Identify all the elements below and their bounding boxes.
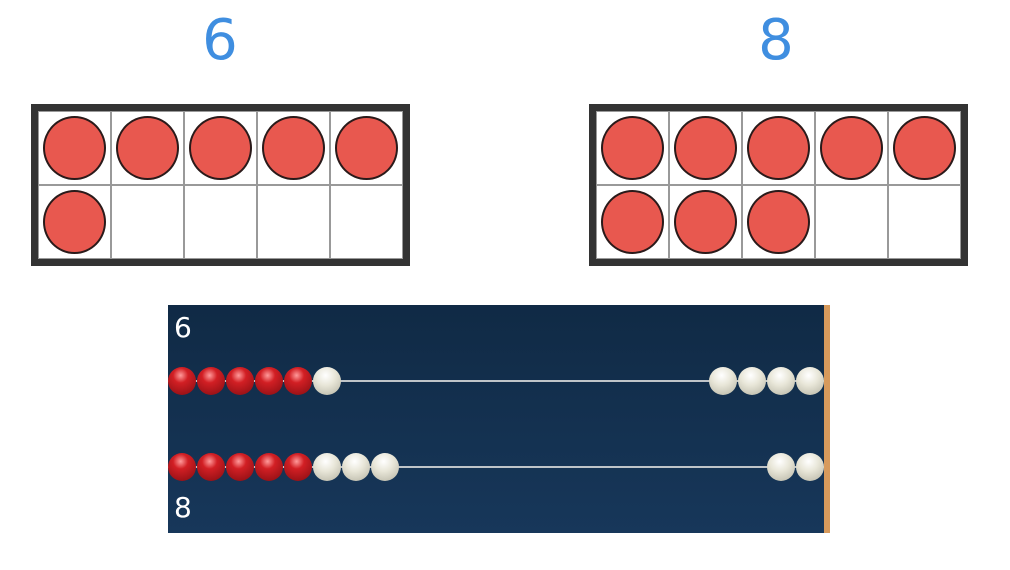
white-bead[interactable] [313,367,341,395]
ten-frame-right [589,104,968,266]
rekenrek: 6 8 [168,305,830,533]
abacus-wire [168,466,824,468]
counter-dot [262,116,325,180]
ten-frame-cell [742,111,815,185]
ten-frame-cell [815,185,888,259]
ten-frame-cell [38,185,111,259]
red-bead[interactable] [197,453,225,481]
ten-frame-cell [888,111,961,185]
red-bead[interactable] [168,453,196,481]
counter-dot [43,116,106,180]
white-bead[interactable] [796,453,824,481]
counter-dot [601,190,664,254]
red-bead[interactable] [284,453,312,481]
red-bead[interactable] [284,367,312,395]
red-bead[interactable] [197,367,225,395]
ten-frame-cell [257,111,330,185]
white-bead[interactable] [796,367,824,395]
ten-frame-cell [184,185,257,259]
ten-frame-cell [596,185,669,259]
counter-dot [674,116,737,180]
counter-dot [674,190,737,254]
ten-frame-cell [184,111,257,185]
counter-dot [189,116,252,180]
ten-frame-cell [257,185,330,259]
white-bead[interactable] [371,453,399,481]
red-bead[interactable] [255,367,283,395]
red-bead[interactable] [255,453,283,481]
counter-dot [601,116,664,180]
white-bead[interactable] [767,367,795,395]
white-bead[interactable] [738,367,766,395]
ten-frame-cell [111,185,184,259]
ten-frame-number-right: 8 [758,8,794,73]
ten-frame-cell [111,111,184,185]
ten-frame-cell [596,111,669,185]
ten-frame-cell [38,111,111,185]
ten-frame-cell [669,185,742,259]
ten-frame-cell [330,185,403,259]
white-bead[interactable] [767,453,795,481]
red-bead[interactable] [168,367,196,395]
ten-frame-cell [330,111,403,185]
ten-frame-cell [669,111,742,185]
counter-dot [116,116,179,180]
white-bead[interactable] [709,367,737,395]
counter-dot [820,116,883,180]
abacus-row-label-top: 6 [174,311,192,344]
white-bead[interactable] [342,453,370,481]
counter-dot [43,190,106,254]
white-bead[interactable] [313,453,341,481]
ten-frame-cell [815,111,888,185]
ten-frame-number-left: 6 [202,8,238,73]
counter-dot [747,190,810,254]
counter-dot [335,116,398,180]
abacus-row-label-bottom: 8 [174,491,192,524]
red-bead[interactable] [226,367,254,395]
ten-frame-cell [888,185,961,259]
ten-frame-cell [742,185,815,259]
abacus-wire [168,380,824,382]
counter-dot [893,116,956,180]
ten-frame-left [31,104,410,266]
red-bead[interactable] [226,453,254,481]
counter-dot [747,116,810,180]
